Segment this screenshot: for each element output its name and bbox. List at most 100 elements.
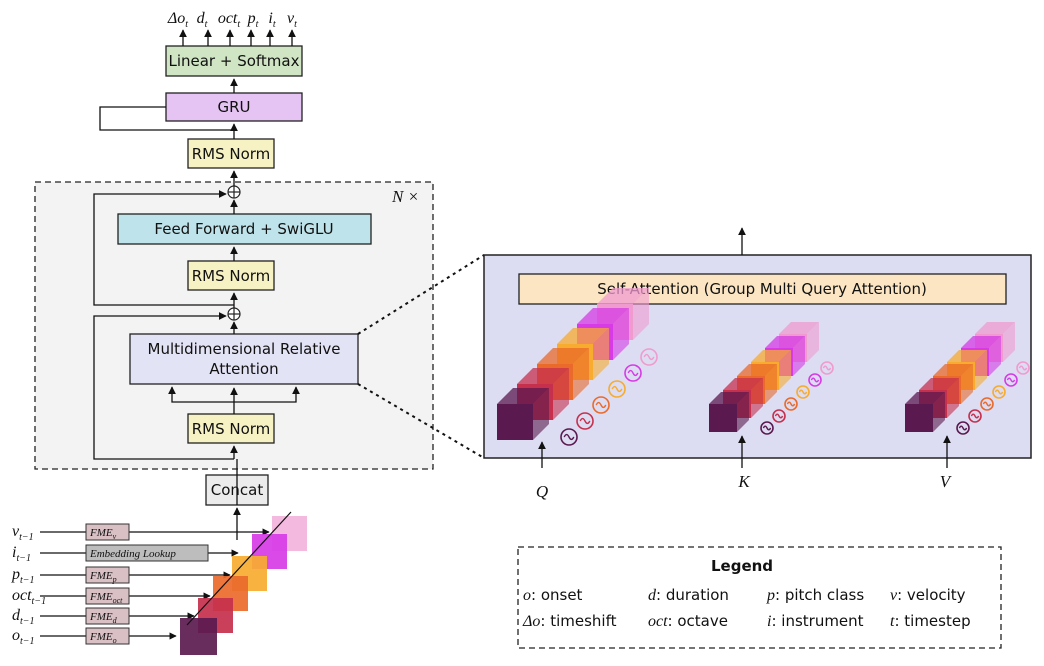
svg-text:RMS Norm: RMS Norm — [192, 145, 271, 163]
svg-text:FMEd: FMEd — [89, 611, 118, 625]
cube-top-face — [709, 392, 749, 404]
output-label-v: vt — [287, 10, 297, 30]
positional-wave-icon — [820, 361, 834, 375]
input-embedding-cubes — [180, 516, 307, 655]
svg-text:RMS Norm: RMS Norm — [192, 267, 271, 285]
positional-wave-icon — [592, 396, 610, 414]
svg-text:Attention: Attention — [209, 360, 278, 378]
cube-side-face — [751, 378, 763, 418]
svg-text:FMEoct: FMEoct — [89, 591, 123, 605]
cube-side-face — [553, 368, 569, 420]
cube-top-face — [537, 348, 589, 364]
cube-side-face — [975, 350, 987, 390]
self-attention-block — [518, 273, 1007, 305]
cube-top-face — [961, 336, 1001, 348]
embedding-square — [180, 618, 217, 655]
cube-diagonal — [186, 511, 292, 626]
cube-side-face — [533, 388, 549, 440]
input-label-o: ot−1 — [12, 627, 35, 647]
fme-module-oct: FMEoct — [85, 587, 130, 605]
attention-head-stack — [905, 322, 1030, 435]
cube-top-face — [933, 364, 973, 376]
multidimensional-relative-attention-block: Multidimensional Relative Attention — [129, 333, 359, 385]
cube-front-face — [905, 404, 933, 432]
svg-text:RMS Norm: RMS Norm — [192, 420, 271, 438]
cube-side-face — [793, 336, 805, 376]
q-label: Q — [536, 482, 548, 501]
zoom-line — [357, 383, 485, 459]
positional-wave-icon — [784, 397, 798, 411]
cube-top-face — [517, 368, 569, 384]
positional-wave-icon — [980, 397, 994, 411]
rms-norm-mid: RMS Norm — [187, 260, 275, 291]
svg-text:FMEo: FMEo — [89, 631, 117, 645]
cube-side-face — [593, 328, 609, 380]
fme-module-d: FMEd — [85, 607, 130, 625]
input-label-oct: octt−1 — [12, 587, 46, 607]
gru-block: GRU — [165, 92, 303, 122]
positional-wave-icon — [992, 385, 1006, 399]
cube-side-face — [1003, 322, 1015, 362]
rms-norm-top: RMS Norm — [187, 138, 275, 169]
cube-top-face — [723, 378, 763, 390]
svg-text:Linear + Softmax: Linear + Softmax — [168, 52, 299, 70]
cube-top-face — [577, 308, 629, 324]
cube-top-face — [597, 288, 649, 304]
legend-item-o: o: onset — [523, 586, 583, 604]
legend-item-p: p: pitch class — [766, 586, 864, 604]
legend-item-i: i: instrument — [767, 612, 864, 630]
residual-add-icon — [227, 185, 241, 199]
svg-text:Multidimensional Relative: Multidimensional Relative — [148, 340, 341, 358]
embedding-lookup-module: Embedding Lookup — [85, 544, 209, 562]
input-label-v: vt−1 — [12, 523, 34, 543]
residual-add-icon — [227, 307, 241, 321]
legend-item-t: t: timestep — [890, 612, 971, 630]
input-label-i: it−1 — [12, 544, 31, 564]
input-label-d: dt−1 — [12, 607, 35, 627]
feed-forward-block: Feed Forward + SwiGLU — [117, 213, 372, 245]
rms-norm-bottom: RMS Norm — [187, 413, 275, 444]
qkv-stacks — [497, 288, 1030, 446]
legend-item-d: d: duration — [648, 586, 729, 604]
output-label-i: it — [268, 10, 275, 30]
cube-front-face — [497, 404, 533, 440]
cube-top-face — [975, 322, 1015, 334]
positional-wave-icon — [576, 412, 594, 430]
cube-top-face — [947, 350, 987, 362]
positional-wave-icon — [608, 380, 626, 398]
cube-side-face — [779, 350, 791, 390]
k-label: K — [737, 472, 751, 491]
cube-front-face — [709, 404, 737, 432]
cube-top-face — [497, 388, 549, 404]
svg-text:Feed Forward + SwiGLU: Feed Forward + SwiGLU — [154, 220, 333, 238]
positional-wave-icon — [760, 421, 774, 435]
positional-wave-icon — [640, 348, 658, 366]
svg-text:GRU: GRU — [217, 98, 250, 116]
svg-text:Embedding Lookup: Embedding Lookup — [89, 548, 176, 560]
cube-side-face — [613, 308, 629, 360]
cube-side-face — [737, 392, 749, 432]
cube-side-face — [807, 322, 819, 362]
cube-top-face — [919, 378, 959, 390]
positional-wave-icon — [968, 409, 982, 423]
legend-item-Δo: Δo: timeshift — [522, 612, 617, 630]
fme-module-p: FMEp — [85, 566, 130, 584]
cube-side-face — [989, 336, 1001, 376]
fme-module-o: FMEo — [85, 627, 130, 645]
output-label-Δo: Δot — [167, 10, 188, 30]
output-label-d: dt — [197, 10, 208, 30]
svg-text:FMEp: FMEp — [89, 570, 117, 584]
positional-wave-icon — [1016, 361, 1030, 375]
connection-lines — [93, 78, 300, 505]
output-arrows — [179, 29, 296, 46]
cube-top-face — [765, 336, 805, 348]
svg-text:FMEv: FMEv — [89, 527, 117, 541]
attention-head-stack — [497, 288, 658, 446]
cube-top-face — [737, 364, 777, 376]
cube-side-face — [961, 364, 973, 404]
positional-wave-icon — [796, 385, 810, 399]
linear-softmax-block: Linear + Softmax — [165, 45, 303, 77]
